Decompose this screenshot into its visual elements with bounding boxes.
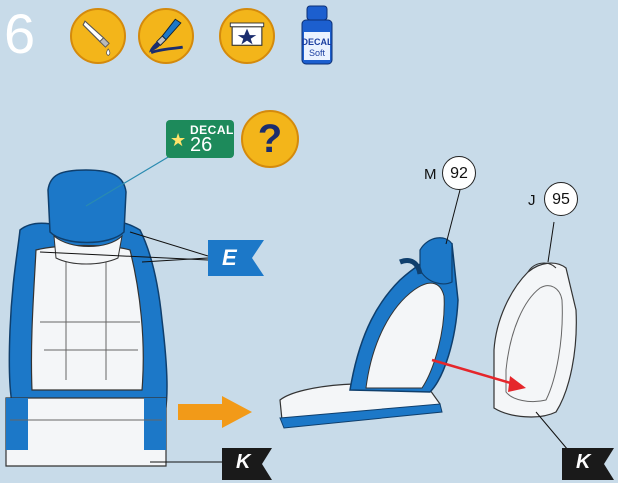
question-mark-icon: ? — [241, 110, 299, 168]
e-flag-label: E — [222, 245, 237, 271]
seat-shell-part-j — [494, 263, 576, 417]
side-seat-view — [280, 238, 458, 428]
part-letter-m: M — [424, 166, 437, 183]
decal-26-badge: ★ DECAL 26 — [166, 120, 234, 158]
assembly-arrow-orange — [178, 396, 252, 428]
part-letter-j: J — [528, 192, 536, 209]
front-seat-view — [6, 170, 167, 466]
k-flag-right-label: K — [576, 451, 590, 474]
k-flag-left-label: K — [236, 451, 250, 474]
part-number-92: 92 — [442, 156, 476, 190]
part-number-95: 95 — [544, 182, 578, 216]
star-icon: ★ — [170, 130, 186, 151]
decal-badge-number: 26 — [190, 134, 212, 156]
